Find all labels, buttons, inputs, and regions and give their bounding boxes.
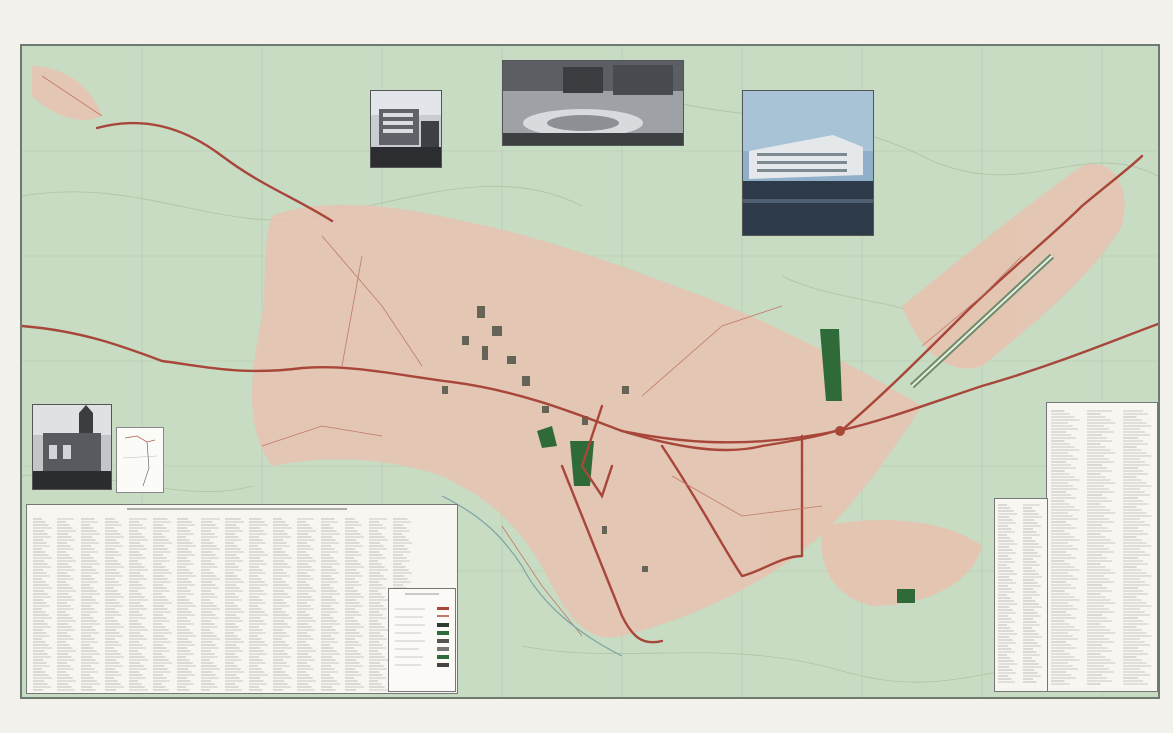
right-index-lower xyxy=(994,498,1048,692)
photo-icon xyxy=(33,405,111,489)
right-index-upper xyxy=(1046,402,1158,692)
photo-icon xyxy=(503,61,683,145)
index-columns xyxy=(33,508,412,691)
inset-sketch-icon xyxy=(122,435,158,487)
photo-modern-building[interactable] xyxy=(742,90,874,236)
city-center-blocks xyxy=(442,306,648,572)
airport-runway xyxy=(909,253,1055,389)
main-roads xyxy=(22,121,1158,644)
right-index-lower-columns xyxy=(998,504,1042,683)
minor-roads xyxy=(41,75,1023,637)
city-map[interactable] xyxy=(22,46,1158,697)
roundabout xyxy=(835,426,845,436)
legend xyxy=(388,588,456,692)
photo-icon xyxy=(743,91,873,235)
river xyxy=(441,495,623,657)
street-index xyxy=(26,504,458,694)
location-inset xyxy=(116,427,164,493)
right-index-columns xyxy=(1051,410,1152,685)
photo-building[interactable] xyxy=(370,90,442,168)
legend-symbols xyxy=(395,593,449,667)
photo-plaza[interactable] xyxy=(502,60,684,146)
map-frame xyxy=(20,44,1160,699)
photo-icon xyxy=(371,91,441,167)
photo-church[interactable] xyxy=(32,404,112,490)
